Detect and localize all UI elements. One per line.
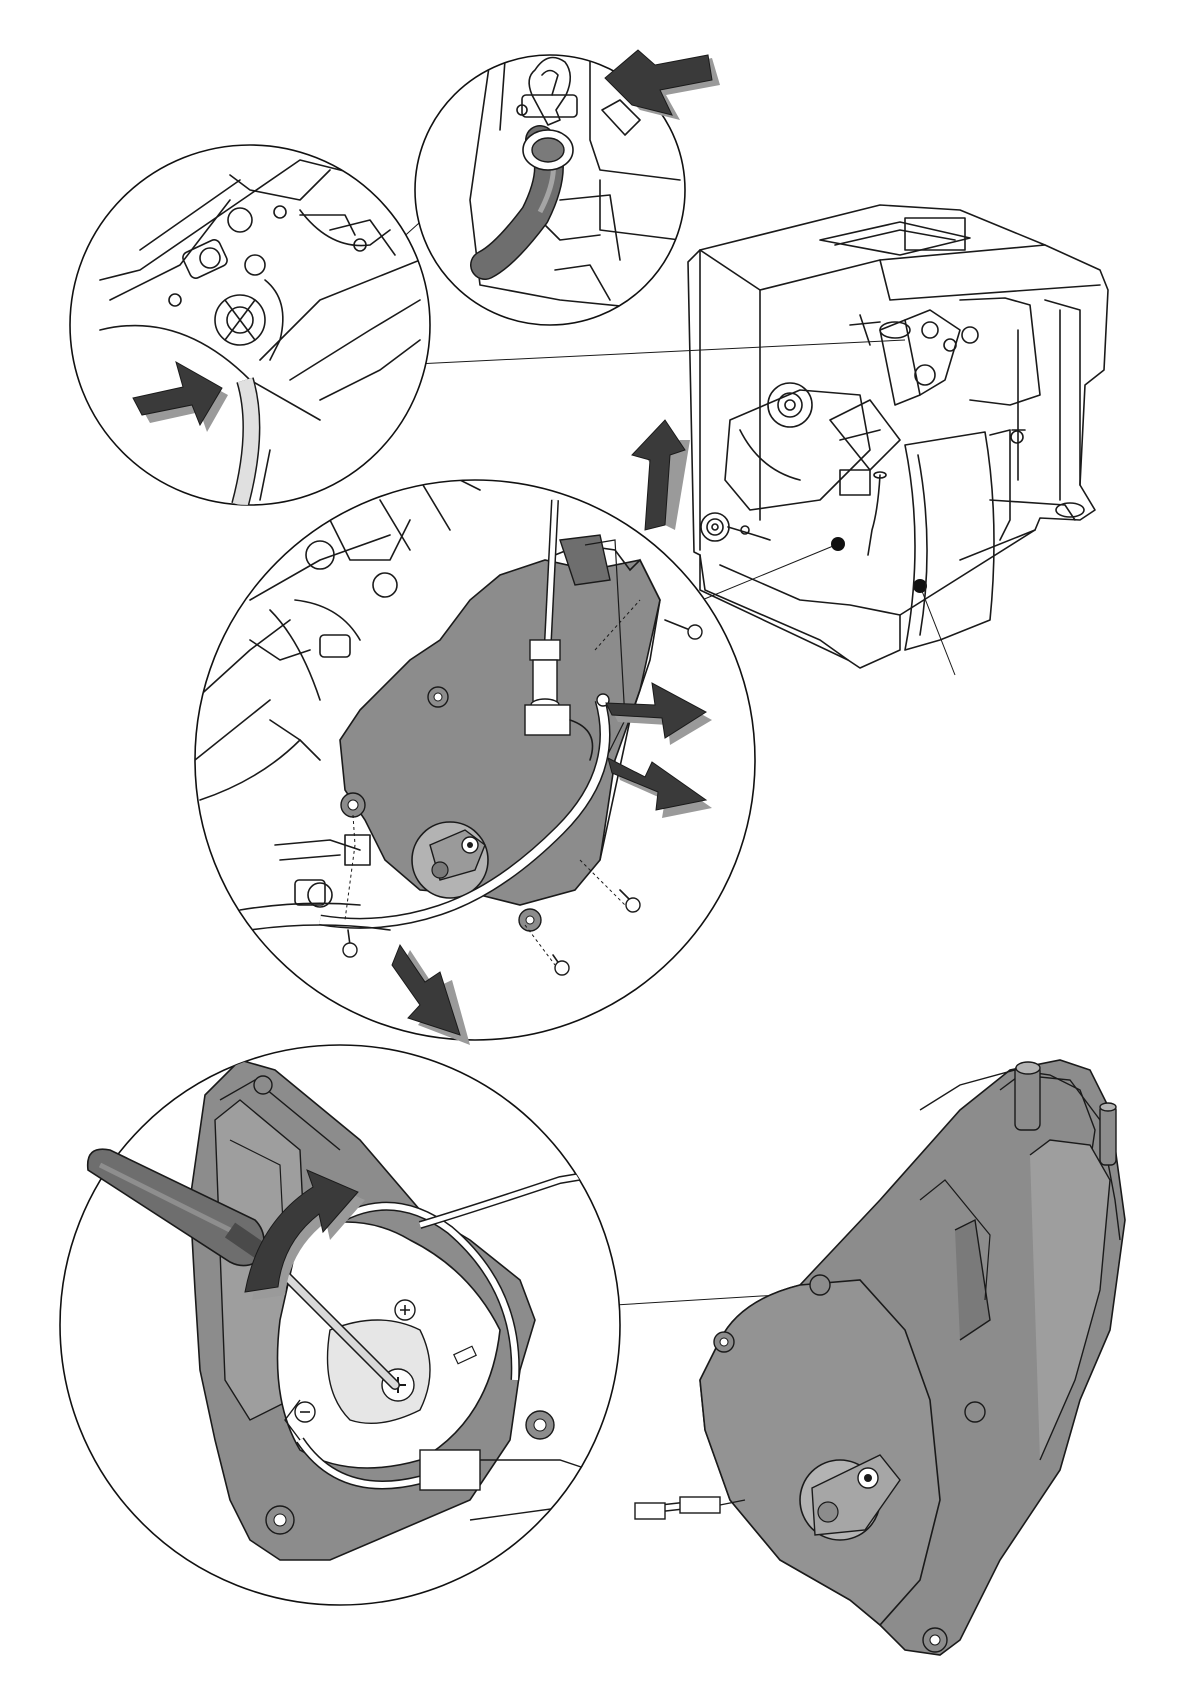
wire-connector-detail — [70, 145, 430, 505]
gear-motor — [725, 383, 900, 510]
pump-assembly — [850, 310, 978, 405]
cam-screw-detail — [60, 1045, 620, 1605]
pull-arrow-icon — [632, 420, 690, 530]
brew-unit-assembly — [688, 205, 1108, 668]
gear-motor-unit-detail — [195, 420, 755, 1045]
gear-motor-unit — [635, 1060, 1125, 1655]
clip-removal-detail — [415, 50, 720, 325]
